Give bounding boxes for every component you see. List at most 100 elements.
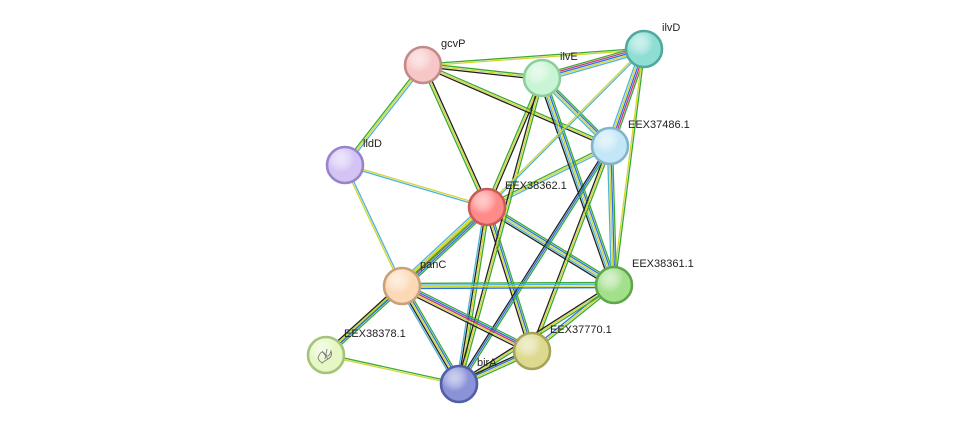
edge-gcvp-ilve[interactable] [422,62,543,81]
edge-evidence-line [532,145,613,353]
node-label: EEX38378.1 [344,328,406,340]
edge-evidence-line [455,205,486,385]
edge-evidence-line [400,286,532,354]
edge-evidence-line [344,165,488,209]
edge-evidence-line [325,355,460,386]
edge-evidence-line [422,62,543,77]
node-label: birA [477,357,497,369]
nodes-layer: EEX38362.1 gcvP ilvE ilvD EEX37486.1 lldD panC… [306,22,694,404]
edge-evidence-line [343,164,402,288]
node-label: gcvP [441,38,465,50]
edge-evidence-line [544,76,618,285]
edge-evidence-line [345,163,404,287]
edge-evidence-line [422,49,645,67]
edge-eex38362-1-bira[interactable] [455,205,491,386]
edge-evidence-line [488,203,617,283]
edge-evidence-line [401,285,533,352]
node-eex38362-1[interactable]: EEX38362.1 [467,180,567,227]
edge-ilve-bira[interactable] [456,76,545,386]
edge-evidence-line [459,77,545,386]
edge-evidence-line [401,286,615,290]
edge-evidence-line [484,209,613,289]
edge-evidence-line [422,64,611,147]
node-eex37486-1[interactable]: EEX37486.1 [590,119,690,166]
node-ilve[interactable]: ilvE [522,51,578,98]
edge-ilvd-eex38362-1[interactable] [485,47,646,209]
protein-structure-icon [317,348,333,364]
edge-evidence-line [485,206,532,352]
edge-evidence-line [401,281,615,285]
edge-evidence-line [403,208,490,289]
edge-evidence-line [401,283,615,286]
edge-eex37486-1-eex37770-1[interactable] [529,144,613,353]
edge-evidence-line [344,64,424,166]
node-label: EEX37770.1 [550,324,612,336]
edge-evidence-line [343,63,423,165]
edge-eex38362-1-eex37770-1[interactable] [483,205,536,353]
node-circle [439,364,479,404]
node-circle [382,266,422,306]
node-eex37770-1[interactable]: EEX37770.1 [512,324,612,371]
edge-evidence-line [485,143,610,207]
edge-evidence-line [402,282,535,349]
edge-ilve-eex38361-1[interactable] [538,76,618,287]
edge-eex38362-1-eex38361-1[interactable] [484,203,617,289]
edge-eex38378-1-bira[interactable] [325,353,460,386]
node-label: panC [420,259,446,271]
edge-evidence-line [404,209,491,290]
node-label: lldD [363,138,382,150]
node-label: ilvD [662,22,680,34]
node-circle [325,145,365,185]
edge-evidence-line [539,77,614,287]
edge-evidence-line [486,206,615,286]
edge-evidence-line [608,145,614,286]
edge-eex37486-1-bira[interactable] [456,144,613,386]
edge-panc-eex37770-1[interactable] [399,282,535,355]
edge-gcvp-lldd[interactable] [343,63,425,167]
edge-evidence-line [483,207,531,353]
edge-panc-eex38361-1[interactable] [401,281,615,290]
node-circle [403,45,443,85]
edge-evidence-line [423,62,612,146]
edge-evidence-line [402,283,534,351]
edge-evidence-line [541,77,615,286]
node-label: EEX37486.1 [628,119,690,131]
node-bira[interactable]: birA [439,357,497,404]
edge-evidence-line [486,48,646,209]
edge-gcvp-eex37486-1[interactable] [421,62,612,149]
node-label: ilvE [560,51,578,63]
edge-evidence-line [488,205,536,351]
node-circle [594,265,634,305]
edge-evidence-line [456,76,542,385]
node-eex38361-1[interactable]: EEX38361.1 [594,258,694,305]
edge-lldd-panc[interactable] [343,163,404,288]
node-gcvp[interactable]: gcvP [403,38,465,85]
edge-evidence-line [459,146,613,386]
edge-eex38362-1-lldd[interactable] [344,163,488,209]
edge-evidence-line [611,145,618,286]
edge-evidence-line [459,206,489,385]
edge-evidence-line [458,145,611,385]
edge-evidence-line [610,145,616,286]
node-lldd[interactable]: lldD [325,138,382,185]
edge-evidence-line [401,285,615,288]
node-circle [590,126,630,166]
edge-eex38362-1-gcvp[interactable] [420,63,490,209]
edges-layer [323,45,648,387]
edge-evidence-line [458,77,543,385]
edge-evidence-line [457,206,487,385]
edge-evidence-line [344,163,488,207]
node-ilvd[interactable]: ilvD [624,22,680,69]
node-label: EEX38362.1 [505,180,567,192]
edge-evidence-line [542,76,617,286]
edge-evidence-line [485,207,614,288]
edge-evidence-line [422,64,488,208]
edge-ilvd-eex38361-1[interactable] [612,48,646,286]
edge-evidence-line [487,204,616,285]
edge-evidence-line [345,65,425,167]
node-panc[interactable]: panC [382,259,446,306]
edge-eex37486-1-eex38361-1[interactable] [606,145,618,286]
node-eex38378-1[interactable]: EEX38378.1 [306,328,406,375]
edge-gcvp-ilvd[interactable] [422,47,645,67]
